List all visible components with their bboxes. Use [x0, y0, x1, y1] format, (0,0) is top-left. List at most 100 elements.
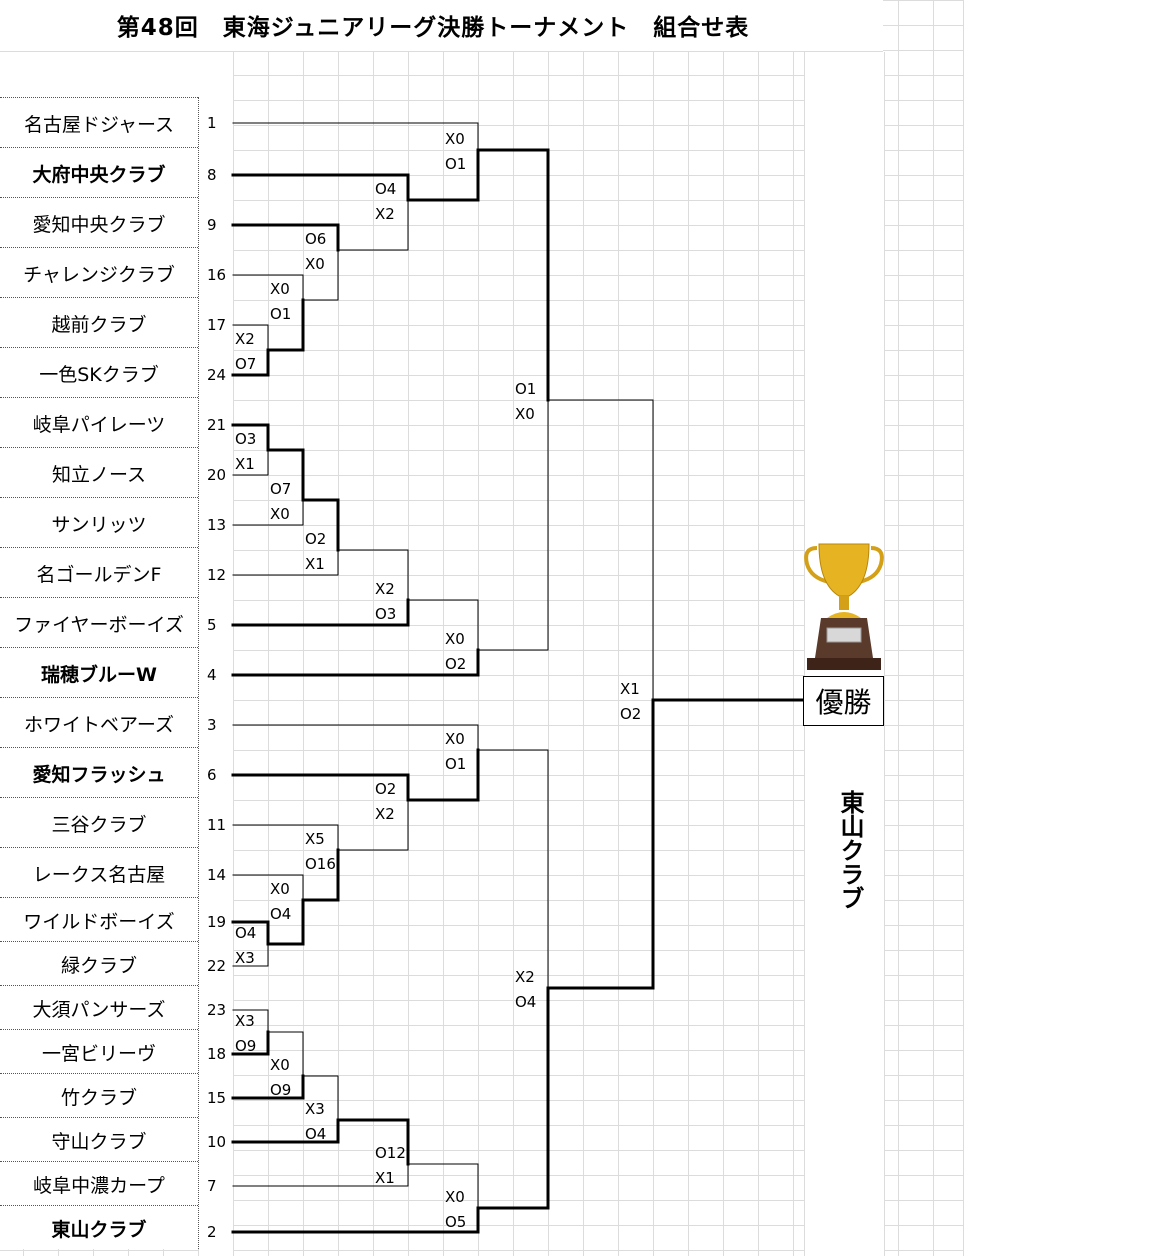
seed-number: 15 [207, 1089, 227, 1107]
match-score: X0 [445, 630, 465, 648]
team-name: 岐阜パイレーツ [0, 397, 198, 448]
seed-number: 3 [207, 716, 217, 734]
team-name: 竹クラブ [0, 1073, 198, 1118]
match-score: X1 [375, 1169, 395, 1187]
seed-number: 12 [207, 566, 227, 584]
match-score: X0 [270, 280, 290, 298]
seed-number: 9 [207, 216, 217, 234]
seed-number: 16 [207, 266, 227, 284]
match-score: O6 [305, 230, 326, 248]
trophy-icon [804, 543, 884, 670]
match-score: X1 [620, 680, 640, 698]
seed-number: 11 [207, 816, 227, 834]
seed-number: 2 [207, 1223, 217, 1241]
match-score: O9 [270, 1081, 291, 1099]
team-name: 岐阜中濃カープ [0, 1161, 198, 1206]
match-score: X0 [270, 880, 290, 898]
title-row: 第48回 東海ジュニアリーグ決勝トーナメント 組合せ表 [0, 0, 883, 52]
team-name: 名ゴールデンF [0, 547, 198, 598]
seed-number: 5 [207, 616, 217, 634]
seed-number: 13 [207, 516, 227, 534]
team-name: 愛知フラッシュ [0, 747, 198, 798]
team-name: ホワイトベアーズ [0, 697, 198, 748]
seed-number: 22 [207, 957, 227, 975]
match-score: O9 [235, 1037, 256, 1055]
match-score: X1 [235, 455, 255, 473]
team-name: チャレンジクラブ [0, 247, 198, 298]
team-name: 東山クラブ [0, 1205, 198, 1250]
seed-number: 18 [207, 1045, 227, 1063]
team-name: レークス名古屋 [0, 847, 198, 898]
team-name: 知立ノース [0, 447, 198, 498]
match-score: O1 [270, 305, 291, 323]
match-score: X1 [305, 555, 325, 573]
match-score: O4 [515, 993, 536, 1011]
team-name: ワイルドボーイズ [0, 897, 198, 942]
seed-number: 21 [207, 416, 227, 434]
team-name-column: 名古屋ドジャース大府中央クラブ愛知中央クラブチャレンジクラブ越前クラブ一色SKク… [0, 97, 199, 1249]
seed-number: 4 [207, 666, 217, 684]
team-name: 瑞穂ブルーW [0, 647, 198, 698]
match-score: X0 [515, 405, 535, 423]
match-score: O2 [305, 530, 326, 548]
seed-number: 8 [207, 166, 217, 184]
team-name: 大須パンサーズ [0, 985, 198, 1030]
match-score: X3 [235, 949, 255, 967]
match-score: X5 [305, 830, 325, 848]
match-score: X2 [235, 330, 255, 348]
match-score: X2 [375, 805, 395, 823]
seed-number: 6 [207, 766, 217, 784]
seed-number: 23 [207, 1001, 227, 1019]
match-score: X0 [445, 730, 465, 748]
match-score: O5 [445, 1213, 466, 1231]
team-name: 三谷クラブ [0, 797, 198, 848]
match-score: O7 [270, 480, 291, 498]
seed-number: 14 [207, 866, 227, 884]
match-score: O4 [305, 1125, 326, 1143]
match-score: X2 [375, 205, 395, 223]
match-score: X2 [375, 580, 395, 598]
seed-number: 24 [207, 366, 227, 384]
match-score: O16 [305, 855, 336, 873]
page-title: 第48回 東海ジュニアリーグ決勝トーナメント 組合せ表 [116, 15, 750, 41]
match-score: O3 [375, 605, 396, 623]
blank-header-cell [0, 52, 234, 97]
match-score: X2 [515, 968, 535, 986]
champion-label: 優勝 [803, 676, 884, 726]
match-score: X0 [270, 505, 290, 523]
match-score: X3 [305, 1100, 325, 1118]
match-score: O1 [445, 755, 466, 773]
seed-number: 19 [207, 913, 227, 931]
match-score: X3 [235, 1012, 255, 1030]
match-score: X0 [270, 1056, 290, 1074]
match-score: O4 [375, 180, 396, 198]
seed-number: 10 [207, 1133, 227, 1151]
team-name: 一宮ビリーヴ [0, 1029, 198, 1074]
seed-number: 7 [207, 1177, 217, 1195]
match-score: X0 [445, 1188, 465, 1206]
team-name: 愛知中央クラブ [0, 197, 198, 248]
match-score: O4 [235, 924, 256, 942]
match-score: O1 [515, 380, 536, 398]
team-name: ファイヤーボーイズ [0, 597, 198, 648]
team-name: 緑クラブ [0, 941, 198, 986]
tournament-bracket: X2O7X0O1O6X0O4X2X0O1O3X1O7X0O2X1X2O3X0O2… [231, 122, 805, 1234]
match-score: O12 [375, 1144, 406, 1162]
seed-number: 17 [207, 316, 227, 334]
match-score: O4 [270, 905, 291, 923]
match-score: O7 [235, 355, 256, 373]
match-score: O3 [235, 430, 256, 448]
seed-number: 1 [207, 114, 217, 132]
match-score: O2 [620, 705, 641, 723]
match-score: O2 [375, 780, 396, 798]
team-name: サンリッツ [0, 497, 198, 548]
match-score: O1 [445, 155, 466, 173]
champion-name: 東山クラブ [836, 790, 864, 910]
seed-number: 20 [207, 466, 227, 484]
match-score: O2 [445, 655, 466, 673]
match-score: X0 [445, 130, 465, 148]
team-name: 名古屋ドジャース [0, 97, 198, 148]
team-name: 越前クラブ [0, 297, 198, 348]
team-name: 守山クラブ [0, 1117, 198, 1162]
